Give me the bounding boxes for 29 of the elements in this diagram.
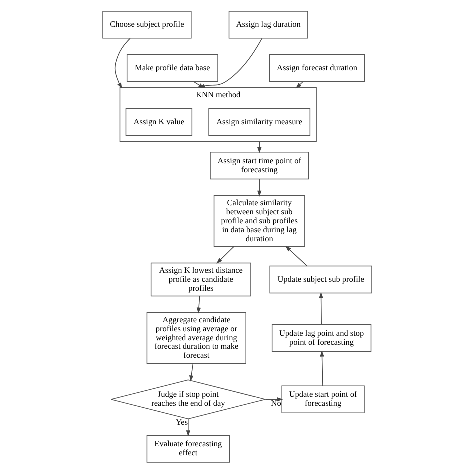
arrow: [186, 418, 190, 437]
node-box: Update lag point and stop point of forecasting: [271, 324, 372, 352]
arrow: [257, 141, 262, 154]
node-box: Assign lag duration: [228, 11, 308, 39]
edge-label: Yes: [176, 418, 188, 427]
node-box: Calculate similarity between subject sub profile and sub profiles in data base during lag duration: [213, 195, 305, 248]
arrow: [114, 38, 130, 89]
node-box: Assign K value: [125, 108, 192, 136]
arrow: [257, 178, 262, 197]
node-box: Choose subject profile: [102, 11, 192, 39]
arrow: [264, 398, 283, 402]
node-box: Evaluate forecasting effect: [146, 435, 230, 463]
arrow: [196, 296, 201, 314]
node-box: Update start point of forecasting: [281, 386, 364, 414]
node-box: Update subject sub profile: [269, 266, 372, 294]
edge-label: No: [270, 399, 281, 408]
node-box: Assign similarity measure: [208, 108, 310, 136]
arrow: [216, 246, 234, 264]
node-diamond: Judge if stop point reaches the end of day: [110, 380, 266, 420]
node-box: Make profile data base: [126, 54, 218, 82]
node-box: Aggregate candidate profiles using average or weighted average during forecast duration to make forecast: [146, 312, 246, 364]
arrow: [189, 363, 194, 382]
node-box: Assign forecast duration: [268, 54, 365, 82]
node-box: Assign K lowest distance profile as candidate profiles: [150, 262, 251, 297]
node-box: Assign start time point of forecasting: [210, 152, 309, 180]
arrow: [318, 292, 323, 325]
arrow: [295, 82, 303, 89]
arrow: [285, 246, 307, 266]
arrow: [320, 350, 324, 386]
